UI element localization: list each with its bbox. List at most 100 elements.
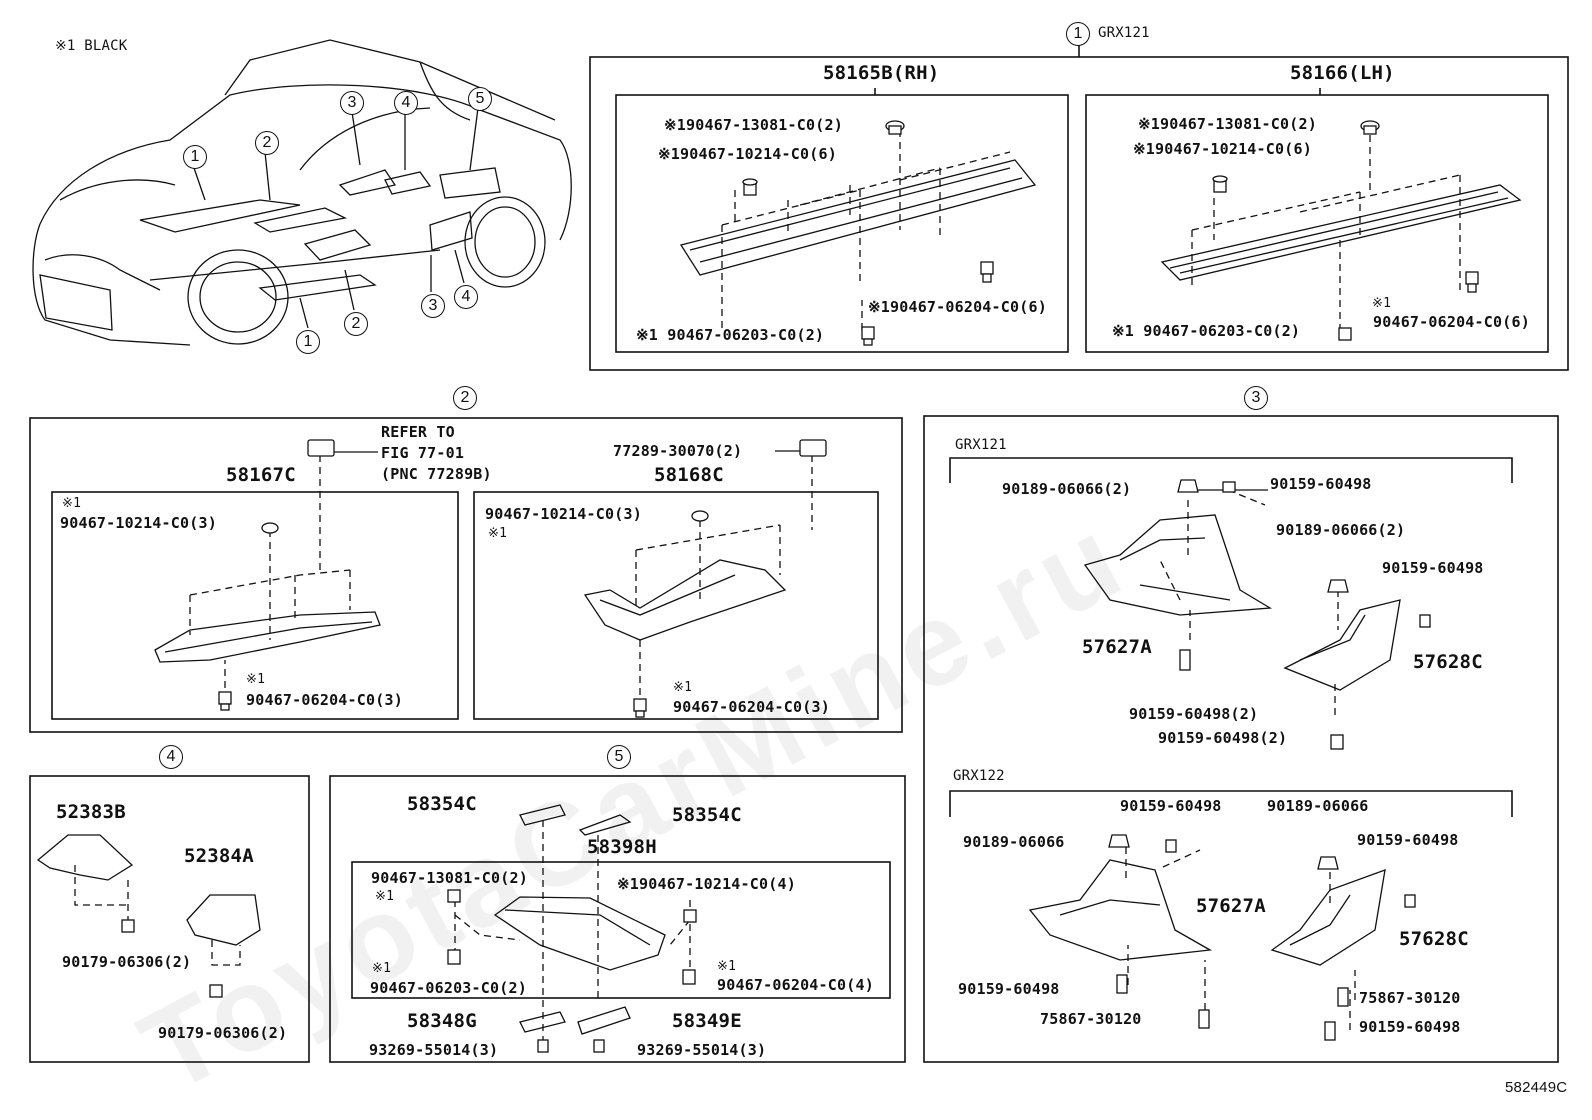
s3-121-l1: 90189-06066(2) (1002, 480, 1132, 498)
s3-121-57627a: 57627A (1082, 636, 1152, 658)
overview-marker-4: 4 (394, 91, 418, 115)
section5-inner-box (351, 861, 891, 999)
s3-122-l2: 90189-06066 (1267, 797, 1369, 815)
s3-122-l9: 75867-30120 (1040, 1010, 1142, 1028)
s5-l13: 93269-55014(3) (637, 1041, 767, 1059)
section2-frame (29, 417, 903, 733)
rh-part-number: 58165B(RH) (823, 62, 940, 84)
black-note: ※1 BLACK (55, 38, 128, 54)
s5-l7: 90467-06203-C0(2) (370, 979, 527, 997)
s3-122-l7: 90159-60498 (958, 980, 1060, 998)
grx122-label: GRX122 (953, 768, 1005, 784)
s4-bolt-1: 90179-06306(2) (62, 953, 192, 971)
lh-callout-3: ※1 (1372, 296, 1392, 311)
s5-58354c-a: 58354C (407, 793, 477, 815)
s2-fasteners (218, 439, 827, 718)
overview-marker-4b: 4 (454, 285, 478, 309)
rh-callout-2: ※190467-10214-C0(6) (658, 145, 837, 163)
s3-122-57627a: 57627A (1196, 895, 1266, 917)
grx121-label: GRX121 (955, 437, 1007, 453)
rh-callout-4: ※1 90467-06203-C0(2) (636, 326, 825, 344)
s3-121-l2: 90159-60498 (1270, 475, 1372, 493)
s3-122-l10: 90159-60498 (1359, 1018, 1461, 1036)
s1-fasteners (742, 120, 1479, 346)
s4-bolt-2: 90179-06306(2) (158, 1024, 288, 1042)
s5-l8: ※1 (717, 959, 737, 974)
overview-marker-2: 2 (255, 131, 279, 155)
s5-l6: ※1 (372, 961, 392, 976)
s3-fasteners (1108, 479, 1431, 1041)
58167c-callout-2: 90467-06204-C0(3) (246, 691, 403, 709)
refer-line-1: REFER TO (381, 423, 455, 441)
s3-122-l1: 90159-60498 (1120, 797, 1222, 815)
57627a-shield-122 (1028, 859, 1213, 961)
58168c-panel (583, 559, 787, 641)
section3-frame (923, 415, 1559, 1063)
section2-left-box (51, 491, 459, 720)
s5-l4: ※1 (375, 889, 395, 904)
58167c-panel (154, 611, 381, 663)
refer-line-2: FIG 77-01 (381, 444, 465, 462)
lh-part-number: 58166(LH) (1290, 62, 1395, 84)
rh-panel (679, 159, 1037, 276)
overview-marker-5: 5 (468, 87, 492, 111)
section2-marker: 2 (453, 386, 477, 410)
s5-58349e: 58349E (672, 1010, 742, 1032)
s3-121-l4: 90159-60498 (1382, 559, 1484, 577)
s5-58354c-b: 58354C (672, 804, 742, 826)
s3-121-l7: 90159-60498(2) (1129, 705, 1259, 723)
grx121-bracket (949, 457, 1513, 483)
lh-callout-5: ※1 90467-06203-C0(2) (1112, 322, 1301, 340)
lh-panel (1160, 184, 1522, 281)
57628c-shield-122 (1270, 869, 1386, 966)
s3-122-l4: 90159-60498 (1357, 831, 1459, 849)
58398h-undercover (493, 896, 666, 971)
rh-callout-1: ※190467-13081-C0(2) (664, 116, 843, 134)
57628c-shield-121 (1283, 599, 1401, 691)
58167c-part: 58167C (226, 464, 296, 486)
lh-callout-2: ※190467-10214-C0(6) (1133, 140, 1312, 158)
s5-l3: 90467-13081-C0(2) (371, 869, 528, 887)
overview-marker-3: 3 (340, 91, 364, 115)
section1-marker: 1 (1066, 22, 1090, 46)
s5-58348g: 58348G (407, 1010, 477, 1032)
58168c-mark-top: ※1 (488, 526, 508, 541)
s3-121-l3: 90189-06066(2) (1276, 521, 1406, 539)
58167c-mark-bottom: ※1 (246, 672, 266, 687)
s3-121-l8: 90159-60498(2) (1158, 729, 1288, 747)
lh-callout-1: ※190467-13081-C0(2) (1138, 115, 1317, 133)
52383b-part: 52383B (56, 801, 126, 823)
57627a-shield-121 (1083, 514, 1273, 616)
s3-122-57628c: 57628C (1399, 928, 1469, 950)
section5-marker: 5 (607, 745, 631, 769)
refer-line-3: (PNC 77289B) (381, 465, 492, 483)
car-overview (32, 39, 572, 346)
section2-right-box (473, 491, 879, 720)
77289-clip-label: 77289-30070(2) (613, 442, 743, 460)
overview-marker-1b: 1 (296, 330, 320, 354)
s5-l5: ※190467-10214-C0(4) (617, 875, 796, 893)
58167c-mark-top: ※1 (62, 496, 82, 511)
s5-l12: 93269-55014(3) (369, 1041, 499, 1059)
58168c-callout-1: 90467-10214-C0(3) (485, 505, 642, 523)
s5-58398h: 58398H (587, 836, 657, 858)
58168c-mark-bottom: ※1 (673, 680, 693, 695)
section3-marker: 3 (1244, 386, 1268, 410)
lh-callout-4: 90467-06204-C0(6) (1373, 313, 1530, 331)
s3-122-l8: 75867-30120 (1359, 989, 1461, 1007)
s3-121-57628c: 57628C (1413, 651, 1483, 673)
section1-variant: GRX121 (1098, 25, 1150, 41)
58167c-callout-1: 90467-10214-C0(3) (60, 514, 217, 532)
52384a-part: 52384A (184, 845, 254, 867)
section4-marker: 4 (159, 745, 183, 769)
rh-callout-3: ※190467-06204-C0(6) (868, 298, 1047, 316)
section4-frame (29, 775, 310, 1063)
section1-lh-box (1085, 94, 1549, 353)
overview-marker-2b: 2 (344, 312, 368, 336)
figure-code: 582449C (1505, 1079, 1568, 1096)
overview-marker-3b: 3 (421, 294, 445, 318)
section1-rh-box (615, 94, 1069, 353)
overview-marker-1: 1 (183, 145, 207, 169)
52383b-cover (36, 834, 134, 881)
